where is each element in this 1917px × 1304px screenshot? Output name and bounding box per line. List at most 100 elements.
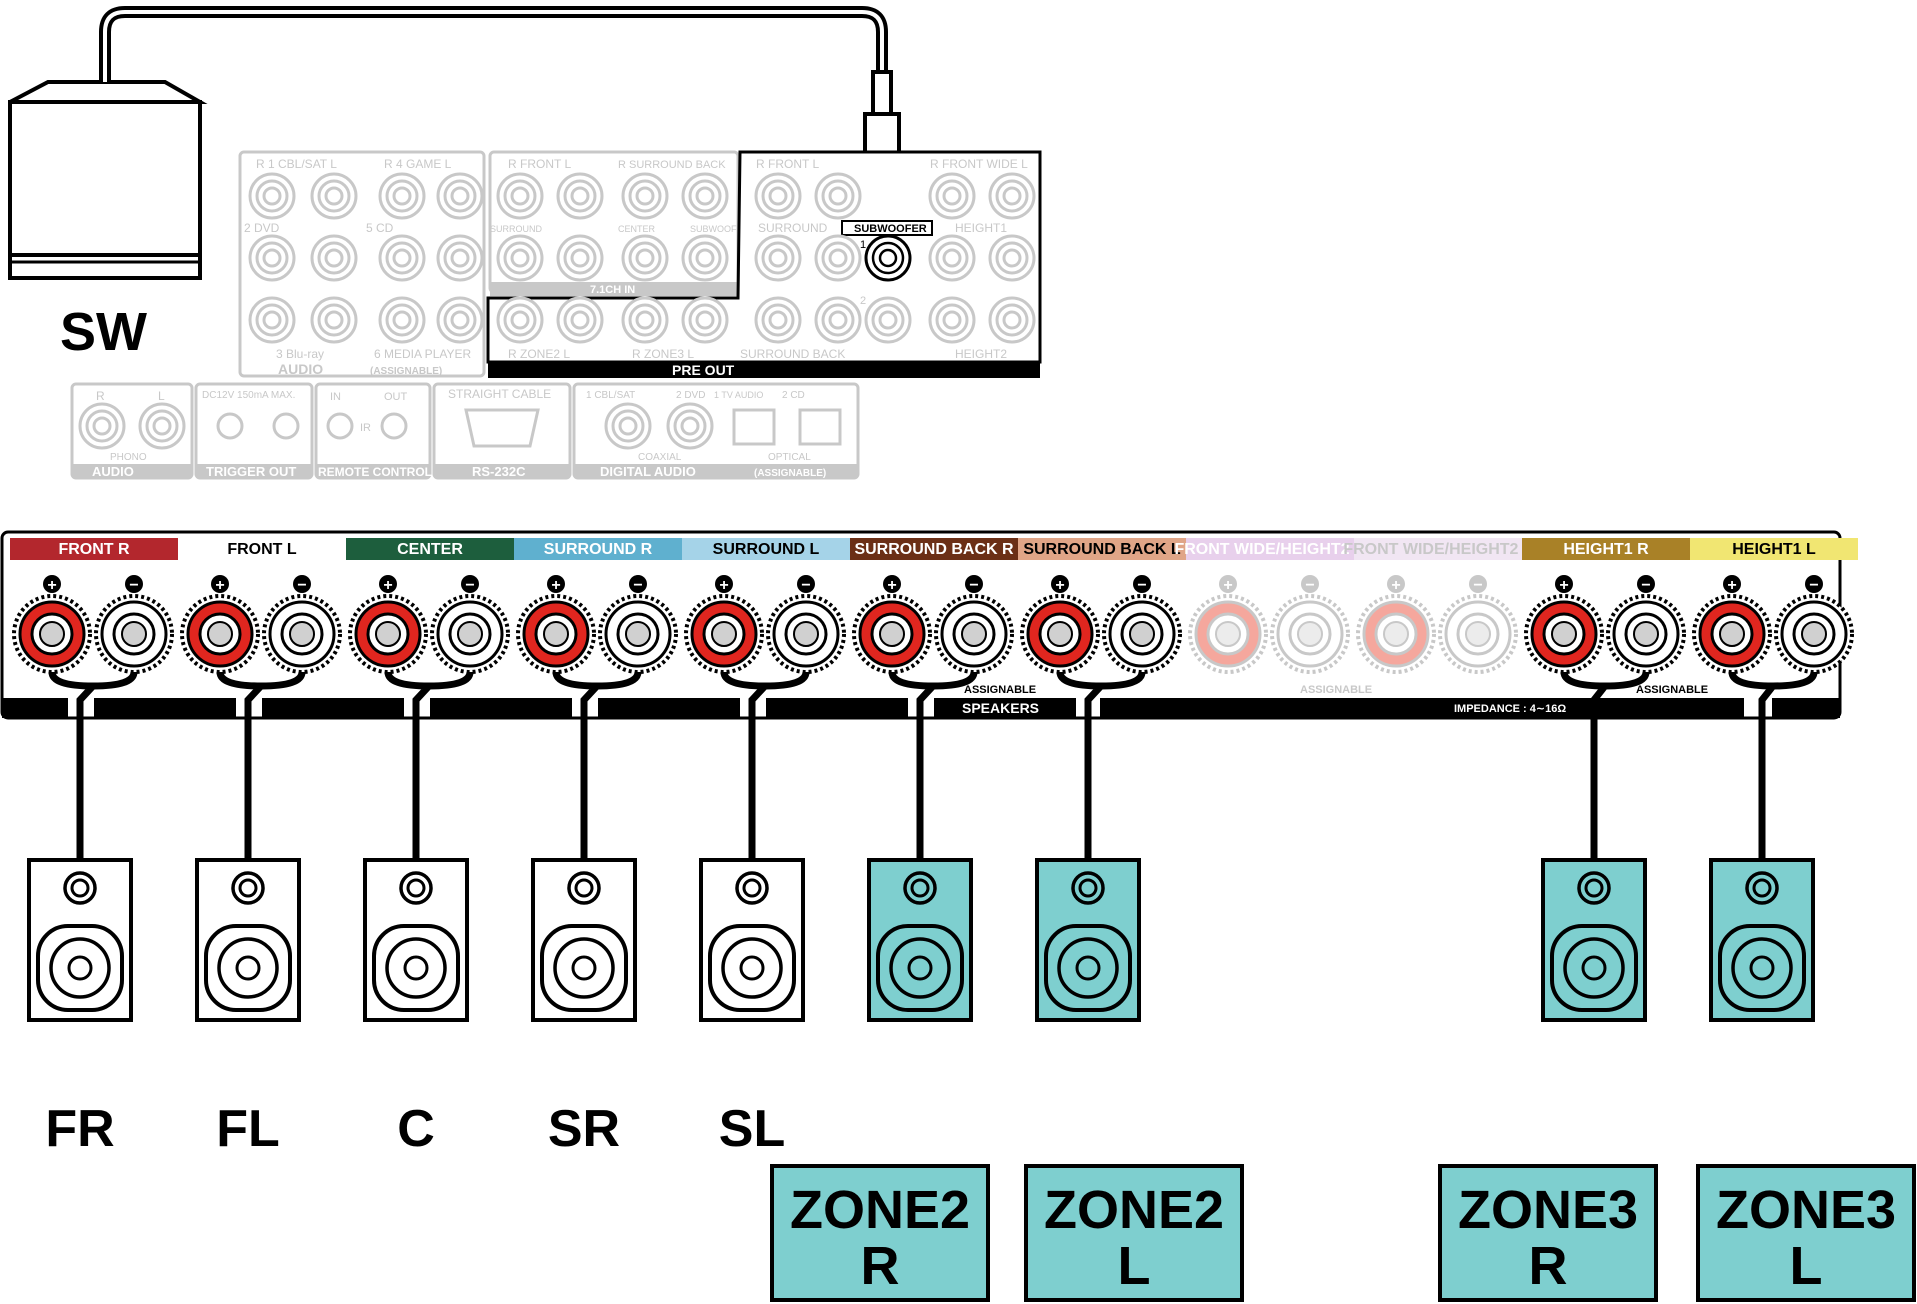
- rca-jack: [248, 172, 296, 220]
- rs232c-section: STRAIGHT CABLE RS-232C: [432, 382, 572, 480]
- speaker-wire: [384, 671, 474, 860]
- plus-sign: +: [215, 577, 224, 594]
- assignable-fw: ASSIGNABLE: [1300, 684, 1372, 696]
- zone-name: ZONE2: [1044, 1180, 1224, 1240]
- minus-terminal: −: [598, 575, 678, 674]
- plus-sign: +: [551, 577, 560, 594]
- plus-sign: +: [1223, 577, 1232, 594]
- speaker-label: FL: [216, 1100, 280, 1158]
- subwoofer-out-jack: [864, 234, 912, 282]
- terminal-header-label: CENTER: [397, 541, 463, 558]
- minus-terminal: −: [94, 575, 174, 674]
- rca-jack: [496, 296, 544, 344]
- rca-jack: [988, 296, 1036, 344]
- zone-name: ZONE3: [1716, 1180, 1896, 1240]
- remote-footer: REMOTE CONTROL: [318, 465, 432, 479]
- speaker: [1541, 858, 1647, 1022]
- audio-in-pair2-label: 2 DVD: [244, 221, 280, 235]
- terminal-header: [850, 538, 1018, 560]
- plus-sign: +: [1727, 577, 1736, 594]
- zone-side: L: [1790, 1236, 1823, 1296]
- digital-tv: 1 TV AUDIO: [714, 390, 763, 400]
- digital-assignable: (ASSIGNABLE): [754, 468, 826, 479]
- minus-sign: −: [1809, 577, 1818, 594]
- phono-label: PHONO: [110, 452, 147, 463]
- digital-optical: OPTICAL: [768, 452, 811, 463]
- audio-in-pair6-label: 6 MEDIA PLAYER: [374, 347, 471, 361]
- rca-jack: [436, 296, 484, 344]
- audio-in-footer: AUDIO: [278, 361, 323, 377]
- speaker-label: C: [397, 1100, 435, 1158]
- plus-sign: +: [1391, 577, 1400, 594]
- phono-section: R L PHONO AUDIO: [70, 382, 194, 480]
- rca-jack: [556, 296, 604, 344]
- rca-jack: [754, 234, 802, 282]
- terminal-header: [1354, 538, 1522, 560]
- trigger-footer: TRIGGER OUT: [206, 464, 296, 479]
- rca-jack: [814, 296, 862, 344]
- speakers: [27, 858, 1815, 1022]
- terminal-header-label: SURROUND L: [713, 541, 820, 558]
- pre-out-height1-label: HEIGHT1: [955, 221, 1007, 235]
- minus-sign: −: [801, 577, 810, 594]
- rca-jack: [310, 234, 358, 282]
- subwoofer-cable: [99, 6, 888, 82]
- terminal-header: [1690, 538, 1858, 560]
- speaker-label: FR: [45, 1100, 114, 1158]
- subwoofer: [8, 80, 208, 280]
- minus-sign: −: [297, 577, 306, 594]
- pre-out-frontwide-label: R FRONT WIDE L: [930, 157, 1028, 171]
- plus-sign: +: [719, 577, 728, 594]
- terminal-header: [1522, 538, 1690, 560]
- plus-sign: +: [1055, 577, 1064, 594]
- pre-out-footer: PRE OUT: [672, 362, 735, 378]
- speaker-wires: [48, 671, 1818, 860]
- rs232c-footer: RS-232C: [472, 464, 526, 479]
- digital-cbl: 1 CBL/SAT: [586, 390, 635, 401]
- terminal-header-label: SURROUND BACK L: [1023, 541, 1181, 558]
- impedance-label: IMPEDANCE : 4∼16Ω: [1454, 703, 1566, 715]
- pre-out-front-label: R FRONT L: [756, 157, 819, 171]
- minus-terminal: −: [1102, 575, 1182, 674]
- terminal-header-label: HEIGHT1 L: [1732, 541, 1816, 558]
- rca-jack: [556, 172, 604, 220]
- terminal-header-label: HEIGHT1 R: [1563, 541, 1649, 558]
- rca-jack: [436, 172, 484, 220]
- phono-footer: AUDIO: [92, 464, 134, 479]
- pre-out-zone3-label: R ZONE3 L: [632, 347, 694, 361]
- speaker-wire: [216, 671, 306, 860]
- rca-jack: [621, 172, 669, 220]
- trigger-out-section: DC12V 150mA MAX. TRIGGER OUT: [194, 382, 314, 480]
- minus-sign: −: [465, 577, 474, 594]
- digital-audio-section: 1 CBL/SAT 2 DVD 1 TV AUDIO 2 CD COAXIAL …: [572, 382, 860, 480]
- plus-terminal: +: [180, 575, 260, 674]
- minus-terminal: −: [1606, 575, 1686, 674]
- speaker-wire: [48, 671, 138, 860]
- rca-jack: [814, 234, 862, 282]
- rca-jack: [248, 234, 296, 282]
- terminal-header: [346, 538, 514, 560]
- digital-coaxial: COAXIAL: [638, 452, 682, 463]
- terminal-header-label: FRONT R: [58, 541, 130, 558]
- terminal-header-label: SURROUND R: [544, 541, 653, 558]
- audio-in-assignable: (ASSIGNABLE): [370, 366, 442, 377]
- speaker-wire: [1728, 671, 1818, 860]
- pre-out-sub1-label: 1: [860, 239, 866, 251]
- speaker: [699, 858, 805, 1022]
- pre-out-section: PRE OUT R FRONT L R FRONT WIDE L SURROUN…: [486, 150, 1042, 378]
- minus-sign: −: [1305, 577, 1314, 594]
- minus-terminal: −: [430, 575, 510, 674]
- speaker: [867, 858, 973, 1022]
- ch71-footer: 7.1CH IN: [590, 284, 635, 296]
- audio-in-pair4-label: R 4 GAME L: [384, 157, 452, 171]
- rca-jack: [928, 296, 976, 344]
- pre-out-zone2-label: R ZONE2 L: [508, 347, 570, 361]
- speaker: [195, 858, 301, 1022]
- audio-in-pair1-label: R 1 CBL/SAT L: [256, 157, 337, 171]
- digital-dvd: 2 DVD: [676, 390, 705, 401]
